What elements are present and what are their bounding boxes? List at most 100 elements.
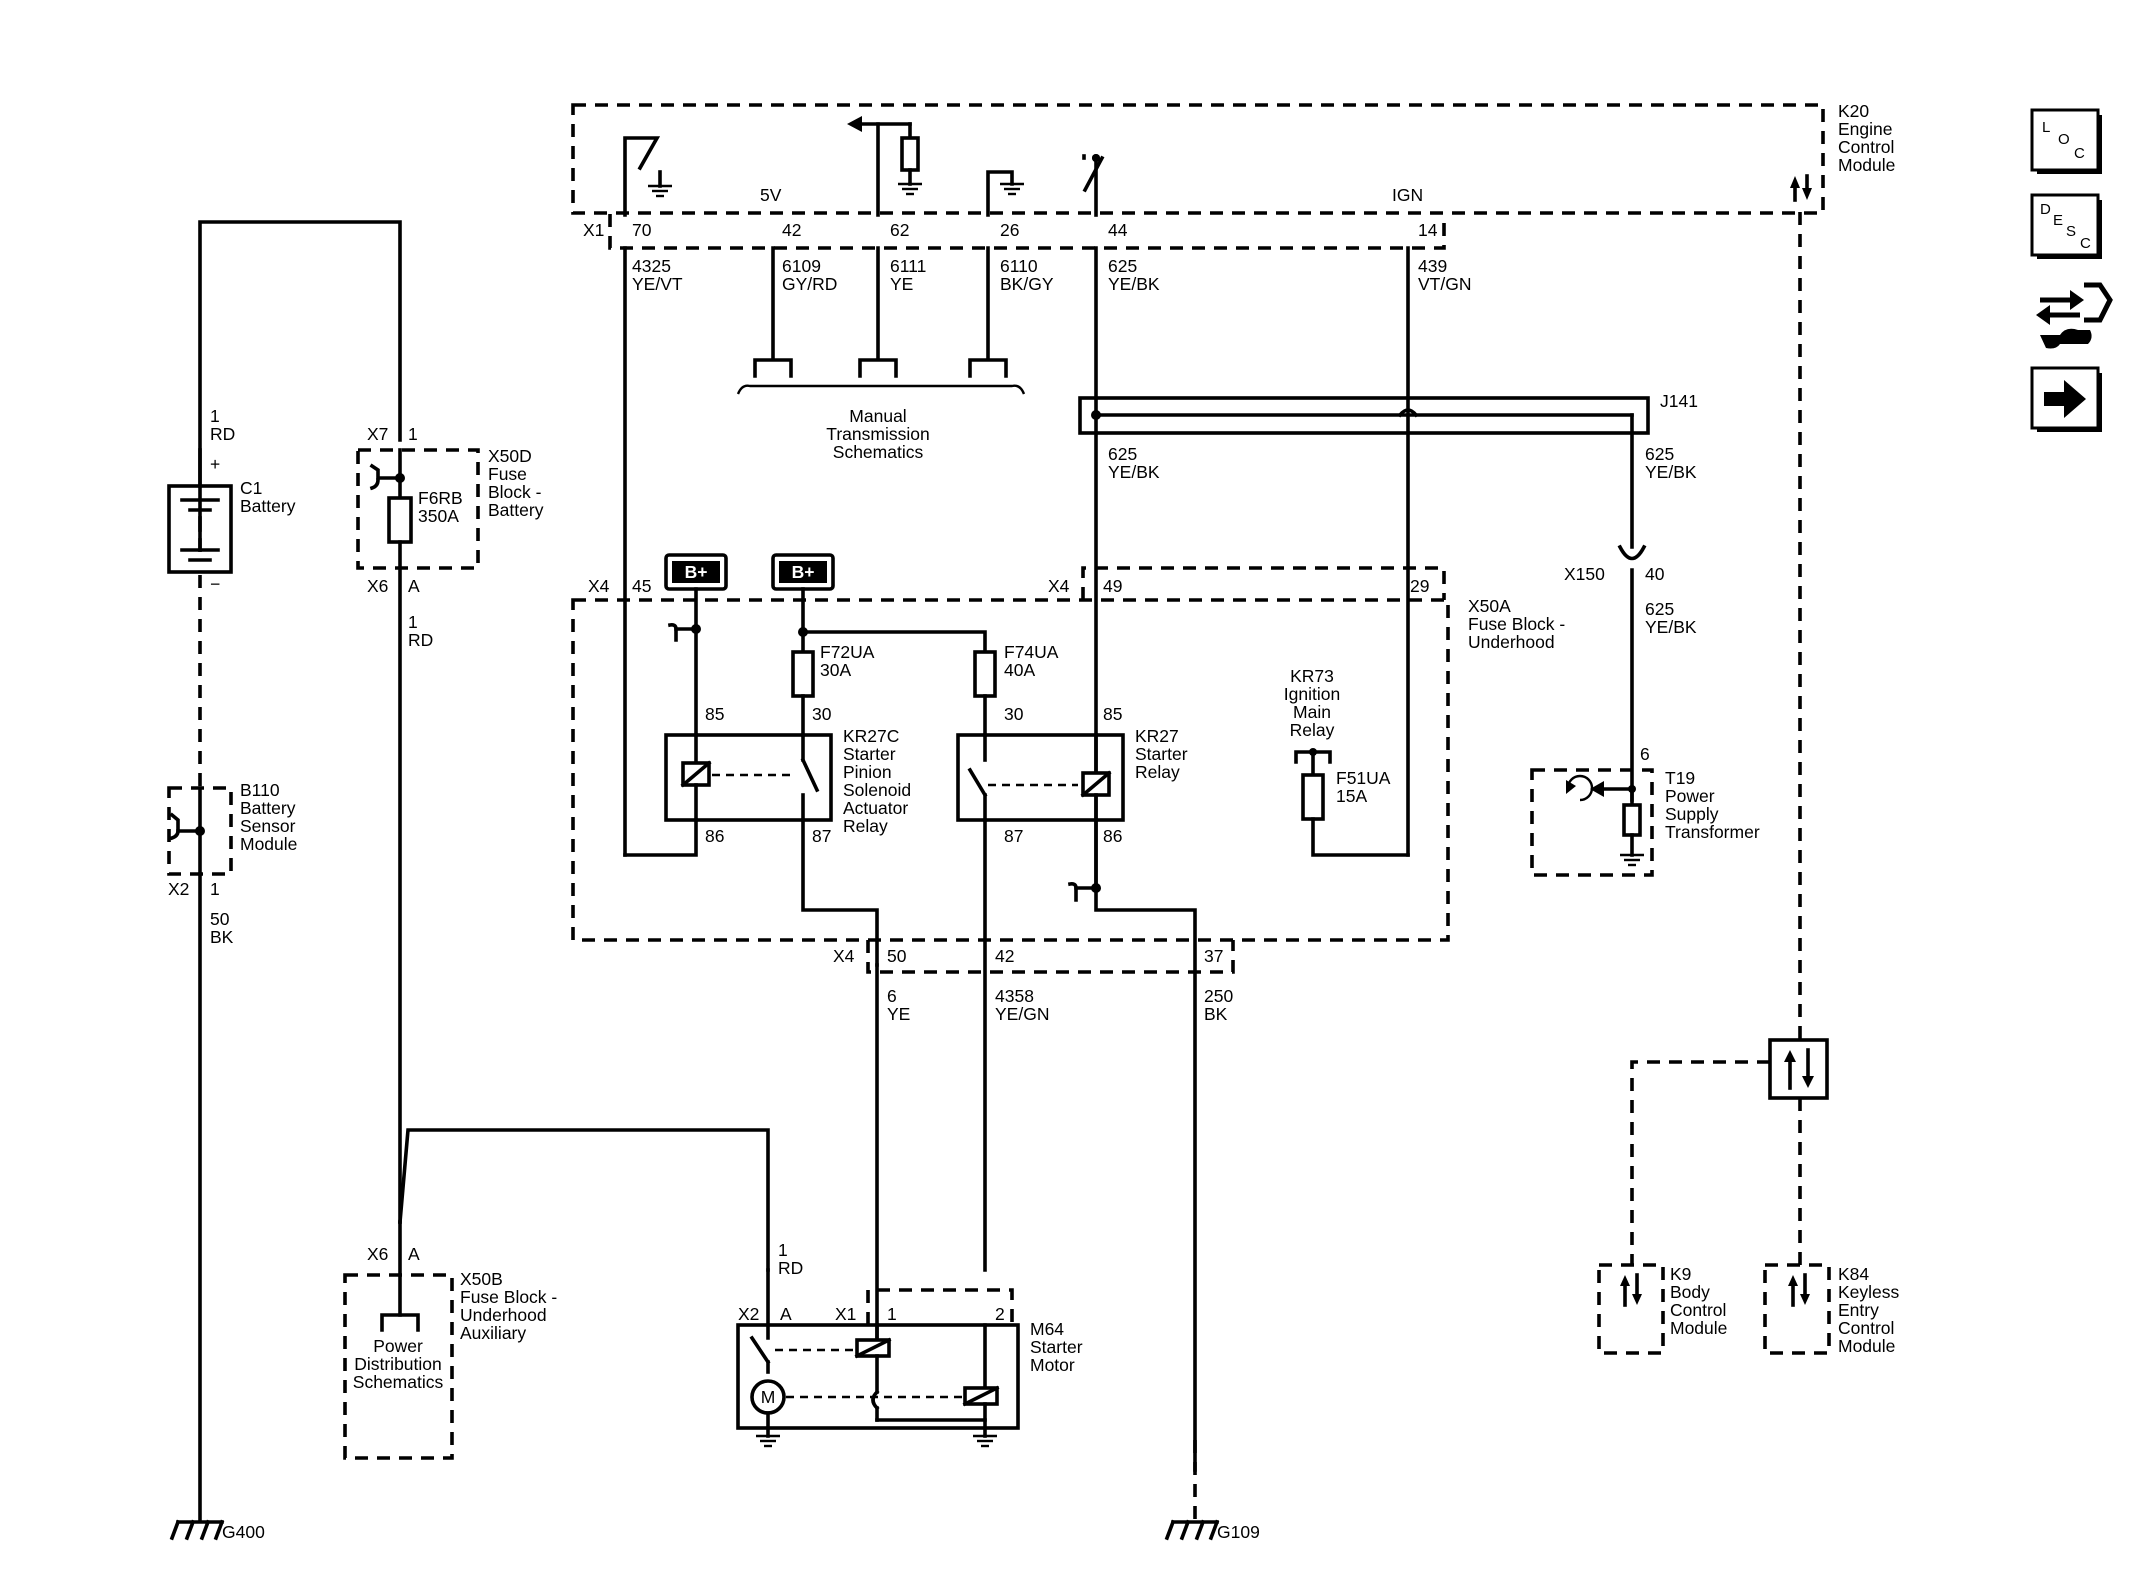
svg-text:K20: K20 (1838, 101, 1869, 121)
svg-text:A: A (408, 1244, 420, 1264)
svg-text:625: 625 (1645, 599, 1674, 619)
svg-text:40A: 40A (1004, 660, 1035, 680)
svg-text:F51UA: F51UA (1336, 768, 1391, 788)
svg-text:625: 625 (1108, 256, 1137, 276)
svg-text:44: 44 (1108, 220, 1128, 240)
svg-text:Body: Body (1670, 1282, 1710, 1302)
svg-text:Manual: Manual (849, 406, 906, 426)
svg-text:26: 26 (1000, 220, 1019, 240)
svg-text:4325: 4325 (632, 256, 671, 276)
x50a-fuse-block-underhood: X50A Fuse Block - Underhood X4 45 X4 49 … (571, 553, 1565, 1542)
svg-text:30: 30 (1004, 704, 1024, 724)
svg-text:Sensor: Sensor (240, 816, 296, 836)
connector-repair-icon[interactable] (2036, 282, 2113, 349)
svg-text:C: C (2080, 235, 2091, 252)
svg-text:Module: Module (240, 834, 297, 854)
svg-text:Battery: Battery (240, 496, 296, 516)
battery-circuit: 1 RD + − C1 Battery B110 Battery Sensor … (167, 220, 402, 1542)
svg-text:E: E (2053, 212, 2063, 229)
svg-text:M64: M64 (1030, 1319, 1064, 1339)
svg-text:B+: B+ (685, 562, 708, 582)
svg-text:YE/GN: YE/GN (995, 1004, 1049, 1024)
svg-text:YE/BK: YE/BK (1108, 274, 1160, 294)
svg-text:62: 62 (890, 220, 909, 240)
svg-text:K84: K84 (1838, 1264, 1869, 1284)
svg-text:625: 625 (1645, 444, 1674, 464)
svg-text:Fuse Block -: Fuse Block - (1468, 614, 1565, 634)
svg-text:C: C (2074, 145, 2085, 162)
next-page-button[interactable] (2030, 366, 2102, 432)
svg-text:15A: 15A (1336, 786, 1367, 806)
svg-text:J141: J141 (1660, 391, 1698, 411)
svg-text:Module: Module (1670, 1318, 1727, 1338)
svg-text:Starter: Starter (843, 744, 896, 764)
svg-text:2: 2 (995, 1304, 1005, 1324)
svg-text:X50D: X50D (488, 446, 532, 466)
svg-text:6: 6 (887, 986, 897, 1006)
svg-text:Starter: Starter (1030, 1337, 1083, 1357)
svg-text:KR73: KR73 (1290, 666, 1334, 686)
svg-text:Schematics: Schematics (833, 442, 924, 462)
svg-text:625: 625 (1108, 444, 1137, 464)
svg-text:YE: YE (887, 1004, 910, 1024)
desc-button[interactable]: D E S C (2030, 193, 2102, 259)
svg-text:F74UA: F74UA (1004, 642, 1059, 662)
svg-text:1: 1 (210, 879, 220, 899)
svg-text:Power: Power (373, 1336, 423, 1356)
svg-text:1: 1 (408, 424, 418, 444)
svg-text:Control: Control (1838, 137, 1894, 157)
arrow-right-icon (2044, 380, 2086, 418)
svg-text:50: 50 (210, 909, 230, 929)
svg-text:1: 1 (778, 1240, 788, 1260)
svg-text:Power: Power (1665, 786, 1715, 806)
k20-engine-control-module: K20 Engine Control Module X1 70 42 62 26… (571, 101, 1895, 250)
svg-text:86: 86 (1103, 826, 1122, 846)
svg-text:O: O (2058, 131, 2070, 148)
svg-text:Keyless: Keyless (1838, 1282, 1900, 1302)
svg-text:439: 439 (1418, 256, 1447, 276)
svg-text:B+: B+ (792, 562, 815, 582)
svg-text:YE/BK: YE/BK (1645, 617, 1697, 637)
svg-text:6110: 6110 (1000, 256, 1038, 276)
svg-text:Battery: Battery (240, 798, 296, 818)
svg-text:Motor: Motor (1030, 1355, 1075, 1375)
svg-text:KR27: KR27 (1135, 726, 1179, 746)
svg-text:Solenoid: Solenoid (843, 780, 911, 800)
svg-text:6109: 6109 (782, 256, 821, 276)
svg-text:Transmission: Transmission (826, 424, 929, 444)
svg-text:Actuator: Actuator (843, 798, 908, 818)
svg-text:+: + (210, 454, 220, 474)
svg-text:A: A (408, 576, 420, 596)
svg-text:X6: X6 (367, 1244, 388, 1264)
serial-data-network: K9 Body Control Module K84 Keyless Entry… (1597, 212, 1900, 1356)
svg-text:BK: BK (210, 927, 234, 947)
svg-text:K9: K9 (1670, 1264, 1691, 1284)
svg-text:RD: RD (778, 1258, 803, 1278)
svg-text:Starter: Starter (1135, 744, 1188, 764)
svg-text:42: 42 (782, 220, 801, 240)
svg-text:X6: X6 (367, 576, 388, 596)
svg-text:Relay: Relay (1135, 762, 1180, 782)
x50d-fuse-block-battery: X7 1 X50D Fuse Block - Battery F6RB 350A… (356, 424, 770, 1272)
svg-text:37: 37 (1204, 946, 1223, 966)
svg-text:Auxiliary: Auxiliary (460, 1323, 526, 1343)
loc-button[interactable]: L O C (2030, 108, 2102, 174)
svg-text:1: 1 (887, 1304, 897, 1324)
svg-text:30: 30 (812, 704, 832, 724)
svg-text:S: S (2066, 223, 2076, 240)
svg-text:70: 70 (632, 220, 652, 240)
svg-text:50: 50 (887, 946, 907, 966)
svg-text:−: − (210, 574, 220, 594)
svg-text:Ignition: Ignition (1284, 684, 1340, 704)
svg-text:YE/BK: YE/BK (1645, 462, 1697, 482)
svg-text:YE: YE (890, 274, 913, 294)
svg-text:Engine: Engine (1838, 119, 1893, 139)
svg-text:Entry: Entry (1838, 1300, 1879, 1320)
svg-text:45: 45 (632, 576, 651, 596)
svg-text:87: 87 (1004, 826, 1023, 846)
svg-text:RD: RD (408, 630, 433, 650)
svg-text:Block -: Block - (488, 482, 542, 502)
svg-text:F6RB: F6RB (418, 488, 463, 508)
svg-text:X50A: X50A (1468, 596, 1511, 616)
